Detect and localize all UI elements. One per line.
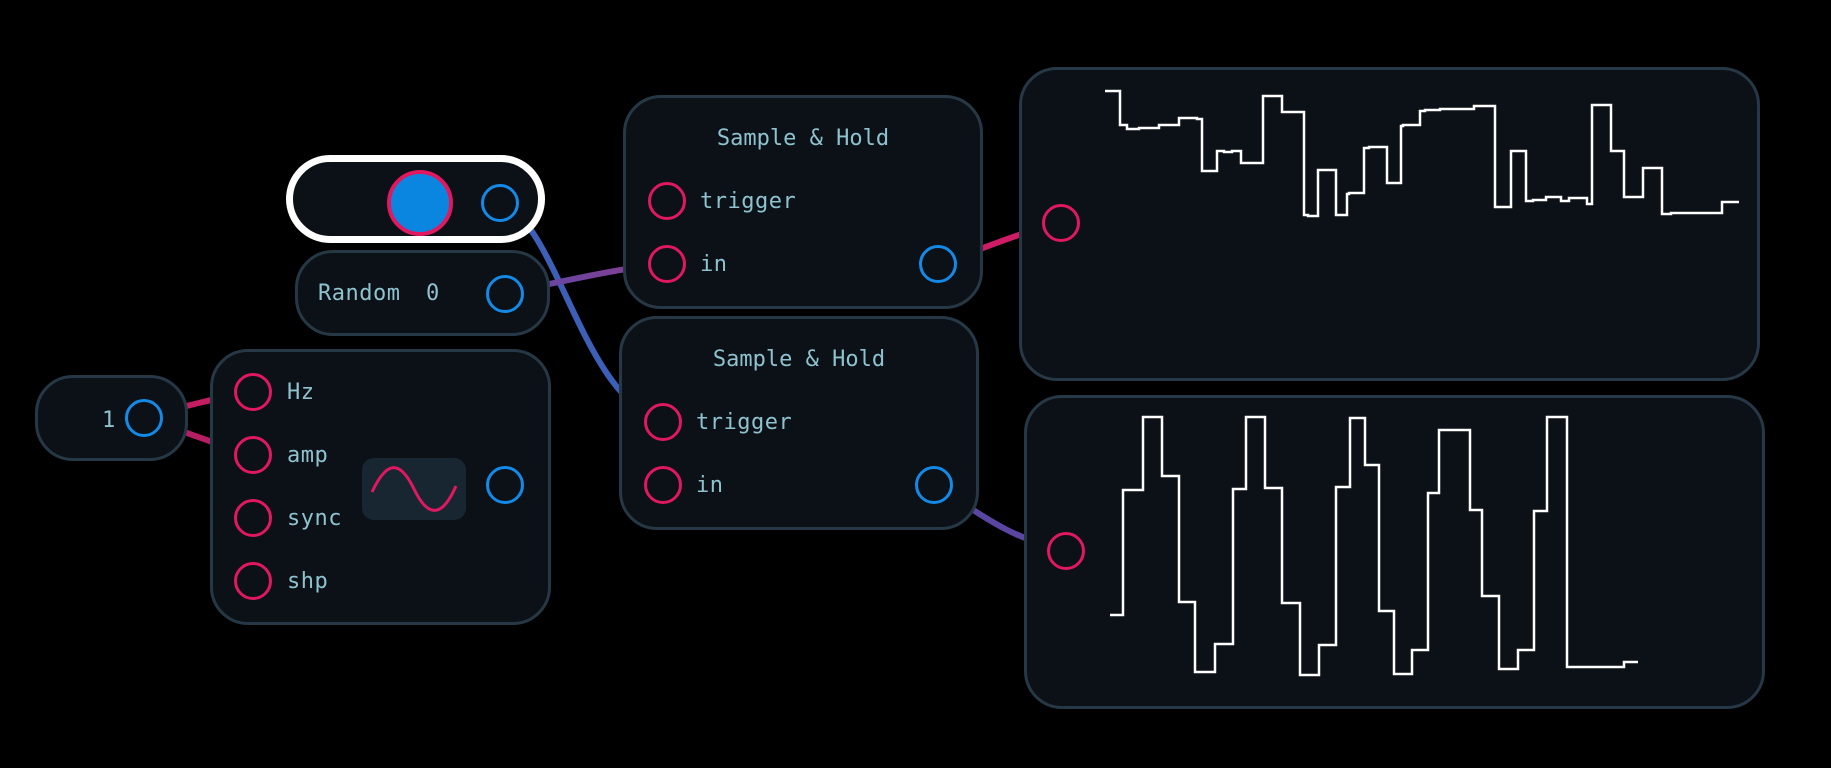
scope-1-input-port[interactable] <box>1042 204 1080 242</box>
random-node[interactable]: Random 0 <box>295 250 550 336</box>
sine-wave-icon[interactable] <box>362 458 466 520</box>
sample-hold-1-output-port[interactable] <box>919 245 957 283</box>
constant-node[interactable]: 1 <box>35 375 188 461</box>
oscillator-input-shp[interactable] <box>234 562 272 600</box>
random-value: 0 <box>426 281 440 306</box>
oscillator-input-amp-label: amp <box>287 443 329 468</box>
sample-hold-1-trigger-label: trigger <box>700 189 797 214</box>
sample-hold-2-trigger-port[interactable] <box>644 403 682 441</box>
scope-node-1[interactable] <box>1019 67 1760 381</box>
oscillator-input-sync-label: sync <box>287 506 342 531</box>
oscillator-input-sync[interactable] <box>234 499 272 537</box>
trigger-button-output-port[interactable] <box>481 184 519 222</box>
oscillator-input-hz-label: Hz <box>287 380 315 405</box>
random-label: Random <box>318 281 401 306</box>
scope-node-2[interactable] <box>1024 395 1765 709</box>
sample-hold-node-1[interactable]: Sample & Hold trigger in <box>623 95 983 309</box>
sample-hold-2-in-port[interactable] <box>644 466 682 504</box>
sample-hold-2-trigger-label: trigger <box>696 410 793 435</box>
constant-output-port[interactable] <box>125 399 163 437</box>
trigger-button-icon[interactable] <box>387 170 453 236</box>
sample-hold-node-2[interactable]: Sample & Hold trigger in <box>619 316 979 530</box>
sample-hold-1-in-label: in <box>700 252 728 277</box>
trigger-button-node[interactable] <box>286 155 545 243</box>
sample-hold-1-trigger-port[interactable] <box>648 182 686 220</box>
sampled-sine-trace <box>1110 415 1638 677</box>
sample-hold-1-in-port[interactable] <box>648 245 686 283</box>
oscillator-node[interactable]: Hz amp sync shp <box>210 349 551 625</box>
sample-hold-2-output-port[interactable] <box>915 466 953 504</box>
oscillator-input-shp-label: shp <box>287 569 329 594</box>
random-output-port[interactable] <box>486 275 524 313</box>
random-sample-trace <box>1105 89 1739 218</box>
sample-hold-2-in-label: in <box>696 473 724 498</box>
scope-2-input-port[interactable] <box>1047 532 1085 570</box>
sample-hold-2-title: Sample & Hold <box>712 347 886 372</box>
oscillator-output-port[interactable] <box>486 466 524 504</box>
sample-hold-1-title: Sample & Hold <box>716 126 890 151</box>
oscillator-input-amp[interactable] <box>234 436 272 474</box>
constant-value: 1 <box>102 408 116 433</box>
oscillator-input-hz[interactable] <box>234 373 272 411</box>
